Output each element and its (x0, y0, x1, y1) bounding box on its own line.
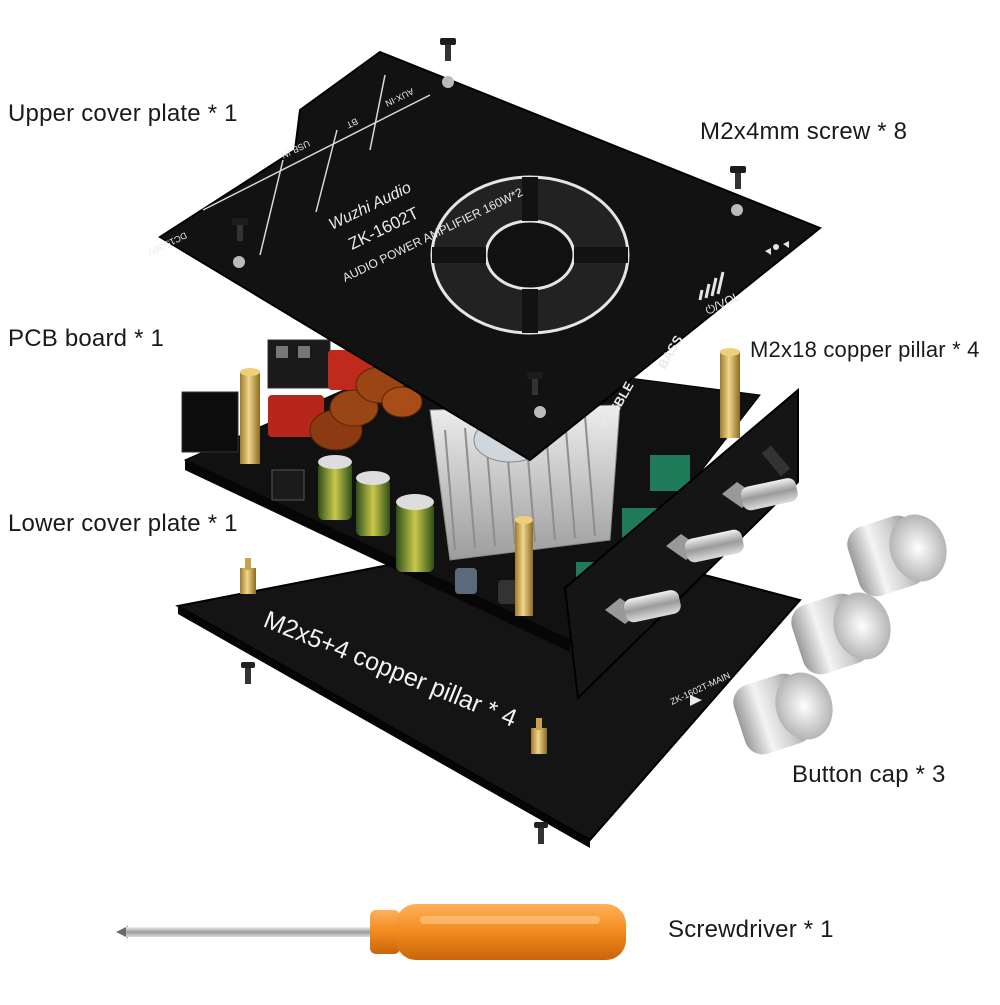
screw-icon (232, 218, 248, 241)
label-upper-cover-plate: Upper cover plate * 1 (8, 100, 238, 127)
button-cap (733, 672, 833, 755)
bt-label: BT (344, 116, 359, 130)
upper-cover-plate: Wuzhi Audio ZK-1602T AUDIO POWER AMPLIFI… (146, 50, 822, 462)
copper-pillar-m2x18 (240, 368, 260, 464)
pcb-board (181, 339, 761, 652)
button-cap (791, 592, 891, 675)
screw-icon (730, 166, 746, 189)
potentiometer-treble (605, 590, 681, 624)
label-copper-pillar-m2x18: M2x18 copper pillar * 4 (750, 337, 980, 362)
screwdriver (116, 904, 626, 960)
screw-icon (527, 372, 543, 395)
potentiometer-bass (666, 529, 744, 563)
copper-pillar-m2x5-4 (531, 718, 547, 754)
screw-icon (241, 662, 255, 684)
copper-pillar-m2x5-4 (240, 558, 256, 594)
copper-pillar-m2x18 (515, 516, 533, 616)
potentiometer-volume (722, 478, 798, 511)
copper-pillar-m2x18 (720, 348, 740, 438)
label-screwdriver: Screwdriver * 1 (668, 916, 834, 943)
front-panel (563, 387, 799, 701)
label-pcb-board: PCB board * 1 (8, 325, 165, 352)
label-button-cap: Button cap * 3 (792, 761, 946, 788)
screw-icon (534, 822, 548, 844)
button-cap (847, 514, 947, 597)
label-lower-cover-plate: Lower cover plate * 1 (8, 510, 238, 537)
screw-icon (440, 38, 456, 61)
label-screw: M2x4mm screw * 8 (700, 118, 908, 145)
